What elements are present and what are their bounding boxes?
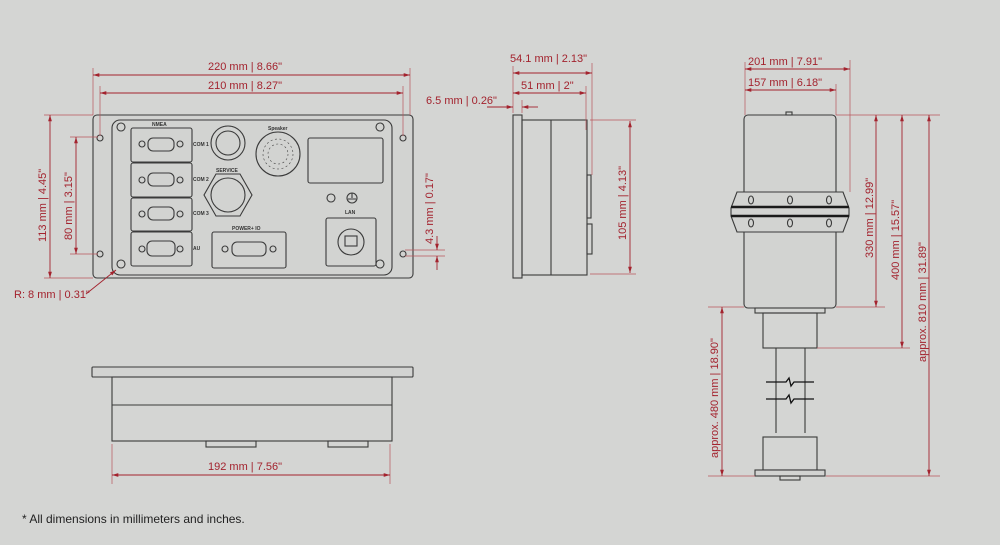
mounting-plate [92,114,414,279]
dim-220: 220 mm | 8.66" [208,61,282,73]
led-indicator [326,193,336,203]
bottom-view: 192 mm | 7.56" [91,366,414,484]
dim-80: 80 mm | 3.15" [63,172,75,240]
round-connector [210,125,246,161]
break-symbol [766,376,814,405]
mount-base [762,436,818,471]
dim-210: 210 mm | 8.27" [208,80,282,92]
com2-label: COM 2 [193,177,209,183]
antenna-view: 201 mm | 7.91" 157 mm | 6.18" 330 mm | 1… [708,56,940,481]
front-dimensions: 220 mm | 8.66" 210 mm | 8.27" 113 mm | 4… [14,61,445,301]
antenna-ring [730,191,850,233]
dim-810: approx. 810 mm | 31.89" [917,242,929,362]
dim-51: 51 mm | 2" [521,80,574,92]
dim-330: 330 mm | 12.99" [864,178,876,258]
dim-480: approx. 480 mm | 18.90" [709,338,721,458]
serial-connectors [130,127,193,267]
power-label: POWER+ IO [232,226,261,232]
dim-157: 157 mm | 6.18" [748,77,822,89]
side-view: 54.1 mm | 2.13" 51 mm | 2" 6.5 mm | 0.26… [426,53,636,279]
side-plate [512,114,523,279]
nmea-label: NMEA [152,122,167,128]
mount-neck [762,312,818,349]
dim-6-5: 6.5 mm | 0.26" [426,95,497,107]
lan-label: LAN [345,210,356,216]
com3-label: COM 3 [193,211,209,217]
service-label: SERVICE [216,168,239,174]
front-view: NMEA COM 1 COM 2 COM 3 AU SERVICE Speake… [92,114,414,279]
speaker-label: Speaker [268,126,288,132]
com1-label: COM 1 [193,142,209,148]
service-connector [203,173,253,217]
dim-400: 400 mm | 15.57" [890,200,902,280]
side-body [521,119,588,276]
dim-105: 105 mm | 4.13" [617,166,629,240]
lan-connector [325,217,377,267]
dim-192: 192 mm | 7.56" [208,461,282,473]
speaker-grille [255,131,301,177]
au-label: AU [193,246,201,252]
dim-radius: R: 8 mm | 0.31" [14,289,90,301]
front-panel [111,119,393,276]
dim-4-3: 4.3 mm | 0.17" [424,173,436,244]
footnote: * All dimensions in millimeters and inch… [22,512,245,526]
dim-54-1: 54.1 mm | 2.13" [510,53,587,65]
dim-201: 201 mm | 7.91" [748,56,822,68]
dim-113: 113 mm | 4.45" [37,169,49,242]
power-io-connector [211,231,287,269]
display-window [307,137,384,184]
